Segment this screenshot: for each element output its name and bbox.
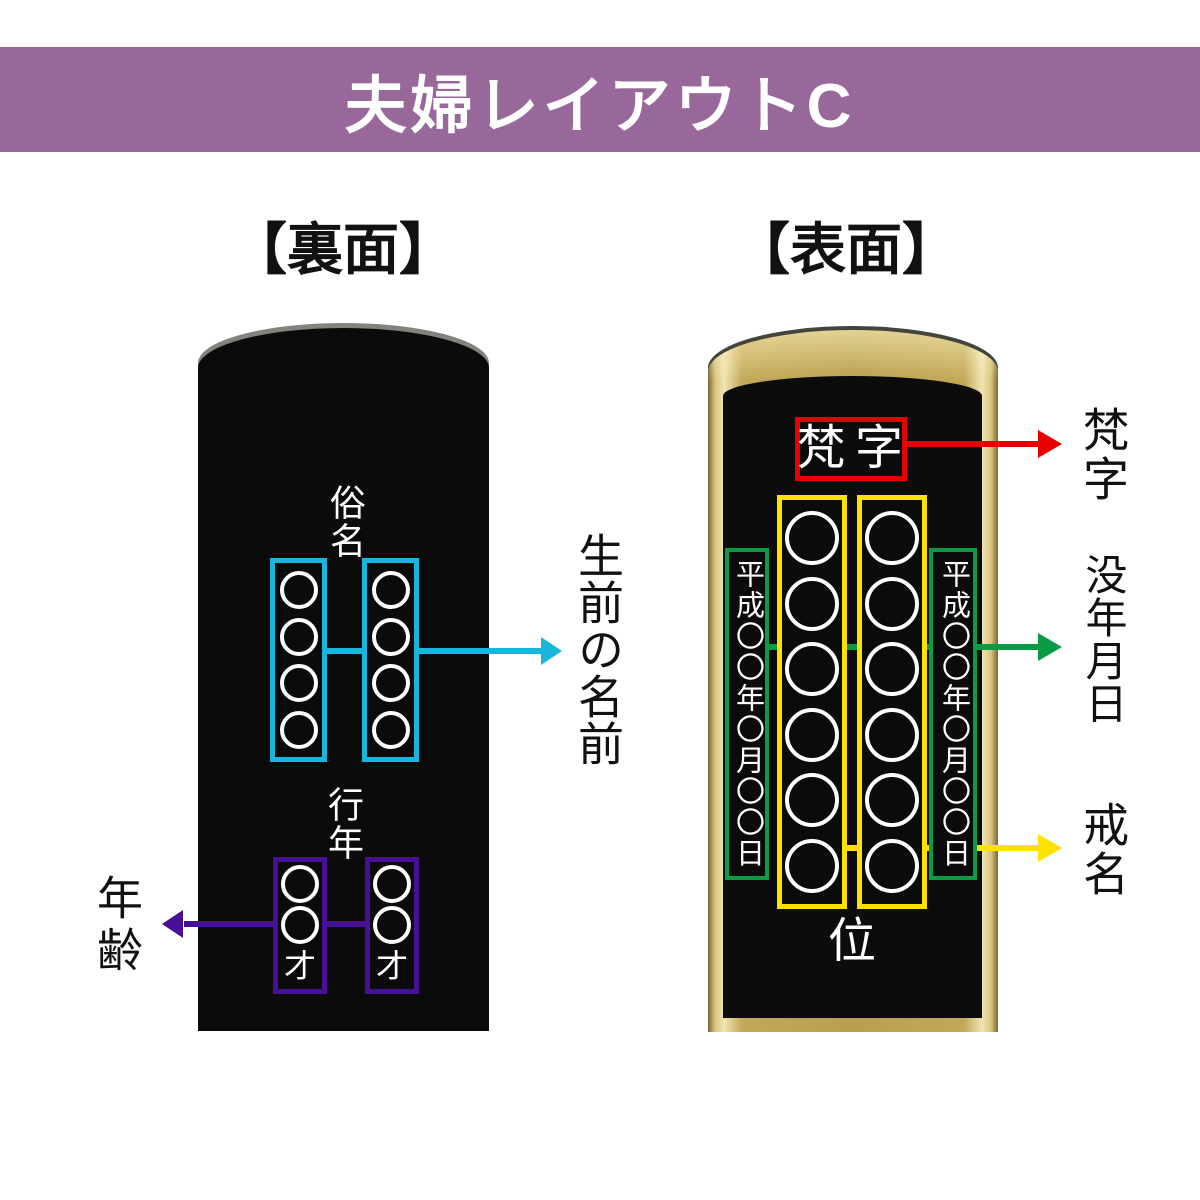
kaimyo-annotation: 戒名 [1077,801,1129,899]
circle-placeholder [371,710,410,749]
bonji-text: 梵字 [797,422,914,475]
circle-placeholder [865,773,919,828]
circle-placeholder [785,642,839,697]
circle-placeholder [371,617,410,656]
date-text: 平成〇〇年〇月〇〇日 [937,559,970,869]
circle-placeholder [281,906,319,944]
date-arrow-head [1038,633,1062,661]
circle-placeholder [371,664,410,703]
back-side-heading: 【裏面】 [231,218,455,281]
circle-placeholder [785,707,839,762]
circle-placeholder [865,511,919,566]
circle-placeholder [279,710,318,749]
gyonen-label: 行年 [323,786,363,862]
title-banner: 夫婦レイアウトC [0,47,1200,152]
circle-placeholder [785,576,839,631]
circle-placeholder [371,571,410,610]
circle-placeholder [785,838,839,893]
circle-placeholder [865,642,919,697]
name-column-right [362,558,419,762]
back-tablet [198,328,489,1031]
circle-placeholder [373,906,411,944]
name-column-left [270,558,327,762]
age-connector-line [327,921,365,927]
circle-placeholder [785,773,839,828]
zokumyo-label: 俗名 [325,484,365,560]
date-column-right: 平成〇〇年〇月〇〇日 [929,548,977,880]
sai-label: 才 [375,948,408,984]
age-arrow-head [162,910,183,938]
kurai-label: 位 [827,915,876,968]
banner-title: 夫婦レイアウトC [344,71,856,141]
name-arrow-head [541,637,562,665]
age-column-left: 才 [273,857,327,994]
circle-placeholder [865,838,919,893]
circle-placeholder [281,865,319,903]
bonji-arrow-head [1038,430,1062,458]
age-annotation: 年齢 [91,874,143,978]
circle-placeholder [279,571,318,610]
kaimyo-column-right [857,495,927,909]
circle-placeholder [279,617,318,656]
botsunen-annotation: 没年月日 [1080,553,1127,725]
age-arrow-line [184,921,273,927]
circle-placeholder [865,707,919,762]
circle-placeholder [785,511,839,566]
kaimyo-arrow-head [1038,834,1062,862]
sai-label: 才 [283,948,316,984]
kaimyo-column-left [777,495,847,909]
name-connector-line [327,648,362,654]
circle-placeholder [279,664,318,703]
bonji-arrow-line [905,441,1038,447]
circle-placeholder [865,576,919,631]
name-arrow-line [417,648,541,654]
circle-placeholder [373,865,411,903]
name-annotation: 生前の名前 [572,532,624,767]
date-text: 平成〇〇年〇月〇〇日 [731,559,764,869]
bonji-box: 梵字 [795,417,907,481]
bonji-annotation: 梵字 [1077,406,1129,504]
front-side-heading: 【表面】 [734,218,958,281]
date-column-left: 平成〇〇年〇月〇〇日 [725,548,769,880]
age-column-right: 才 [365,857,419,994]
